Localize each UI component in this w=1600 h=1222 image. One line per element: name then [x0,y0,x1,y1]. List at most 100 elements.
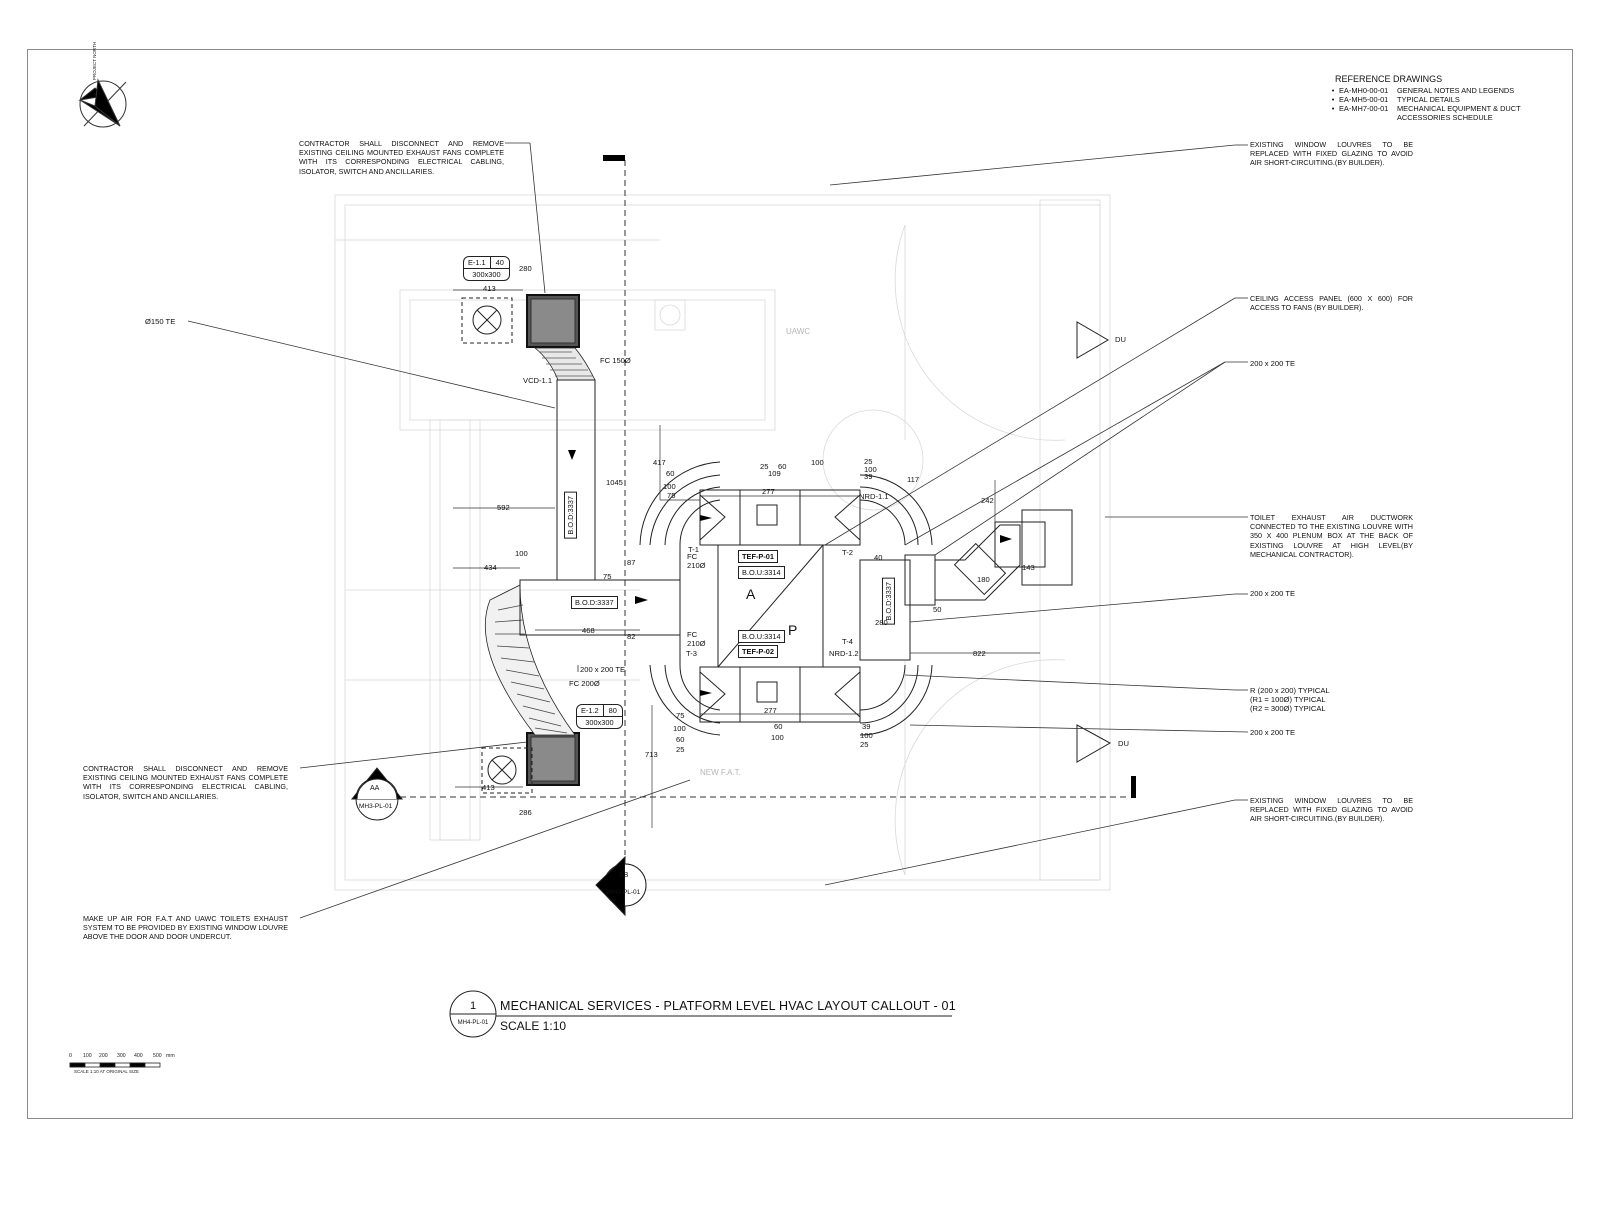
du-label-top: DU [1115,335,1126,344]
du-triangles [1076,321,1112,763]
dim-592: 592 [497,503,510,512]
dim-413-bottom: 413 [482,783,495,792]
dim-top-25b: 25 [864,457,873,466]
dim-468: 468 [582,626,595,635]
note-radius-3: (R2 = 300Ø) TYPICAL [1250,704,1326,713]
room-label-uawc: UAWC [786,327,811,336]
dim-100-left: 100 [515,549,528,558]
section-cut-lines [400,160,1130,855]
dim-top-60a: 60 [666,469,675,478]
nrd12-label: NRD-1.2 [829,649,859,658]
scale-tick-0: 0 [69,1053,72,1059]
dim-top-39: 39 [864,472,873,481]
note-te-1: 200 x 200 TE [1250,359,1296,368]
plenum-box [1021,509,1073,586]
architectural-background [334,194,1111,891]
note-radius-2: (R1 = 100Ø) TYPICAL [1250,695,1326,704]
north-arrow-label: PROJECT NORTH [92,41,97,80]
section-marker-bb [595,855,647,917]
dim-40: 40 [874,553,883,562]
dim-bottom-39: 39 [862,722,871,731]
dim-bottom-25: 25 [676,745,685,754]
dim-50: 50 [933,605,942,614]
note-radius-1: R (200 x 200) TYPICAL [1250,686,1330,695]
point-p-label: P [788,622,798,638]
title-callout-sheet: MH4-PL-01 [457,1020,489,1026]
title-underline [449,990,952,1038]
dim-top-100a: 100 [663,482,676,491]
flexible-duct-200 [484,584,576,736]
scale-tick-100: 100 [83,1053,92,1059]
nrd11-label: NRD-1.1 [859,492,889,501]
note-te-150: Ø150 TE [145,317,176,326]
vcd-label: VCD-1.1 [523,376,553,385]
scale-tick-300: 300 [117,1053,126,1059]
scale-bar [69,1062,161,1068]
fan-assembly [639,461,936,736]
section-bb-id: BB [619,872,629,879]
scale-tick-500: 500 [153,1053,162,1059]
bou-tag-1: B.O.U:3314 [738,566,785,579]
fan-tag-tef-p-02: TEF-P-02 [738,645,779,658]
dim-bottom-100b: 100 [771,733,784,742]
reference-title: REFERENCE DRAWINGS [1335,74,1443,84]
dim-bottom-277: 277 [764,706,777,715]
note-remove-fan-top: CONTRACTOR SHALL DISCONNECT AND REMOVE E… [299,139,504,176]
dim-82: 82 [627,632,636,641]
dimension-lines [453,289,1040,828]
dim-bottom-100c: 100 [860,731,873,740]
bod-tag-vertical-left: B.O.D:3337 [564,492,577,539]
note-te-left: 200 x 200 TE [580,665,626,674]
dim-bottom-25b: 25 [860,740,869,749]
drawing-title: MECHANICAL SERVICES - PLATFORM LEVEL HVA… [500,999,956,1013]
section-cut-end-marker [1131,776,1136,798]
section-marker-aa [350,767,404,821]
flow-arrows [568,450,1012,696]
dim-top-100c: 100 [864,465,877,474]
section-aa-sheet: MH3-PL-01 [359,803,393,810]
dim-434: 434 [484,563,497,572]
ductwork-left [519,379,681,665]
dim-top-117: 117 [907,475,920,484]
bod-tag-horizontal: B.O.D:3337 [571,596,618,609]
dim-top-75a: 75 [667,491,676,500]
leader-lines [187,142,1249,919]
t3-label: T-3 [686,649,697,658]
dim-417: 417 [653,458,666,467]
dim-242: 242 [981,496,994,505]
dim-top-277: 277 [762,487,775,496]
fan-tag-tef-p-01: TEF-P-01 [738,550,779,563]
scale-tick-200: 200 [99,1053,108,1059]
room-label-fat: NEW F.A.T. [700,768,741,777]
dim-top-100b: 100 [811,458,824,467]
exhaust-grille-e11 [461,294,580,348]
dim-top-109: 109 [768,469,781,478]
bou-tag-2: B.O.U:3314 [738,630,785,643]
ductwork-right [935,509,1073,601]
fc150-label: FC 150Ø [600,356,631,365]
dim-143: 143 [1022,563,1035,572]
drawing-sheet-border [27,49,1573,1119]
section-bb-sheet: MH3-PL-01 [607,889,641,896]
title-callout-number: 1 [469,1000,477,1012]
point-a-label: A [746,586,756,602]
section-aa-id: AA [370,785,380,792]
dim-413-top: 413 [483,284,496,293]
fc210-bottom-label: FC 210Ø [687,630,706,648]
note-toilet-exhaust: TOILET EXHAUST AIR DUCTWORK CONNECTED TO… [1250,513,1413,559]
section-cut-end-marker [603,155,625,161]
dim-822: 822 [973,649,986,658]
dim-bottom-60b: 60 [774,722,783,731]
t4-label: T-4 [842,637,853,646]
fc210-top-label: FC 210Ø [687,552,706,570]
dim-180: 180 [977,575,990,584]
t1-label: T-1 [688,545,699,554]
dim-top-25a: 25 [760,462,769,471]
dim-bottom-100a: 100 [673,724,686,733]
note-access-panel: CEILING ACCESS PANEL (600 X 600) FOR ACC… [1250,294,1413,313]
north-arrow-icon [78,78,127,128]
drawing-scale: SCALE 1:10 [500,1019,567,1033]
